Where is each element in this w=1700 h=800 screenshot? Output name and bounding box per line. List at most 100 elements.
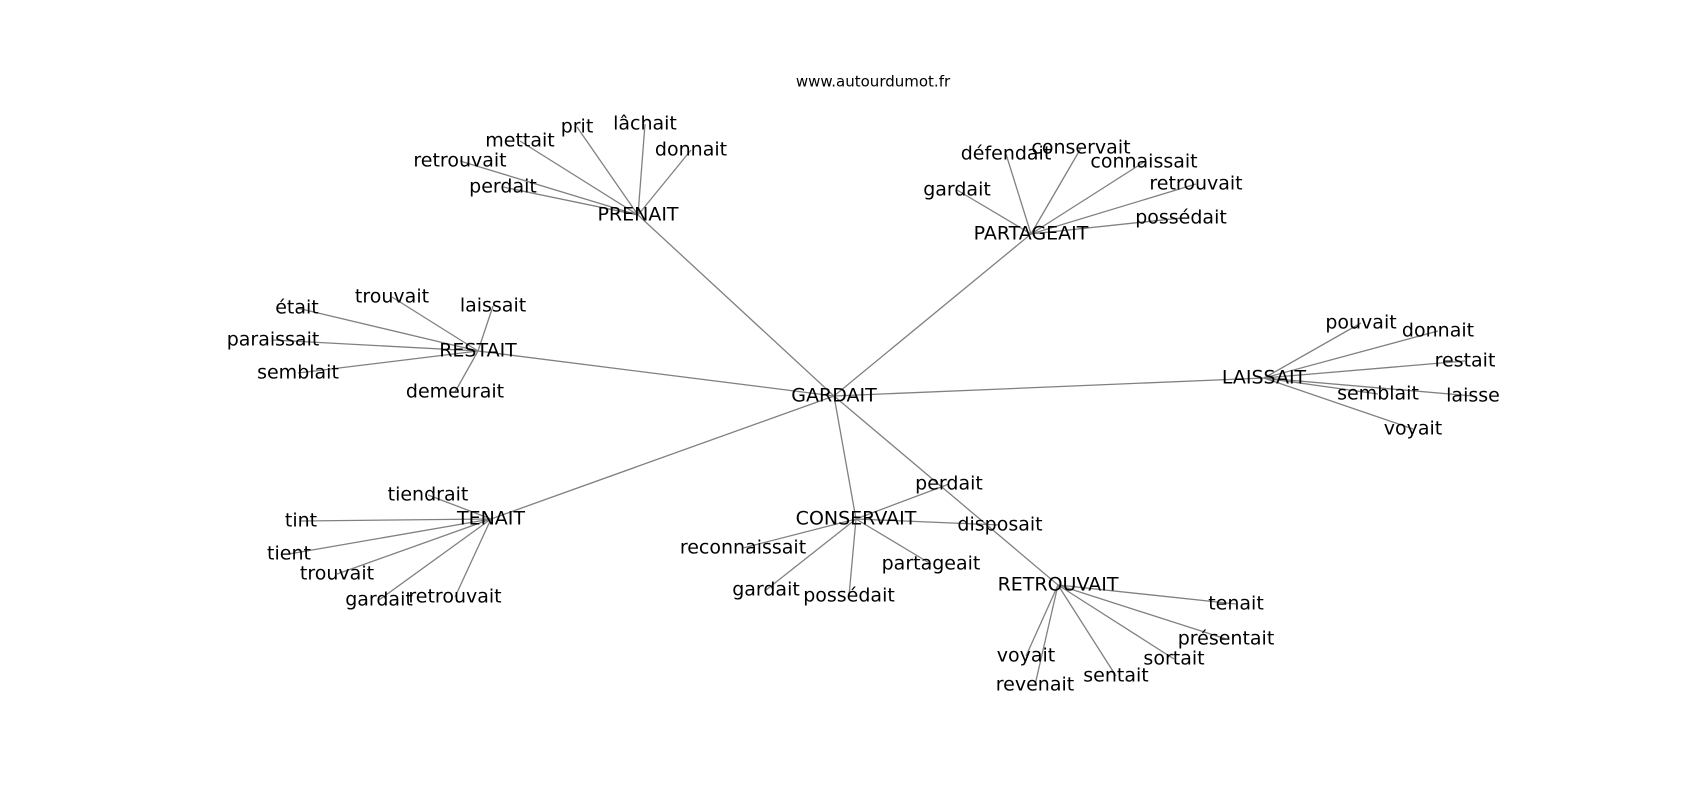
edge-hub-to-word (1263, 377, 1414, 430)
leaf-node-label: disposait (957, 514, 1042, 536)
edge-hub-to-word (1057, 584, 1227, 640)
edge-center-to-hub (833, 395, 857, 520)
hub-node-label: TENAIT (456, 508, 525, 530)
hub-node-label: CONSERVAIT (796, 508, 917, 530)
edge-hub-to-word (765, 518, 857, 591)
leaf-node-label: sentait (1083, 665, 1148, 687)
edge-hub-to-word (454, 518, 492, 598)
leaf-node-label: mettait (485, 130, 554, 152)
leaf-node-label: sortait (1143, 648, 1204, 670)
edge-hub-to-word (855, 518, 1001, 526)
edge-hub-to-word (391, 296, 479, 352)
edge-hub-to-word (1030, 147, 1082, 235)
edge-hub-to-word (848, 518, 857, 597)
leaf-node-label: donnait (1402, 320, 1474, 342)
edge-hub-to-word (459, 160, 639, 216)
edge-hub-to-word (637, 123, 646, 216)
leaf-node-label: tient (267, 543, 311, 565)
leaf-node-label: reconnaissait (680, 537, 806, 559)
leaf-node-label: conservait (1031, 137, 1130, 159)
hub-node-label: RESTAIT (439, 340, 517, 362)
edge-hub-to-word (378, 518, 492, 601)
leaf-node-label: paraissait (227, 329, 320, 351)
leaf-node-label: semblait (257, 362, 339, 384)
edge-hub-to-word (1030, 217, 1182, 235)
edge-hub-to-word (1057, 584, 1175, 660)
center-node-label: GARDAIT (791, 385, 877, 407)
leaf-node-label: possédait (803, 585, 895, 607)
edge-hub-to-word (336, 518, 492, 575)
leaf-node-label: perdait (469, 176, 537, 198)
edge-hub-to-word (1263, 377, 1379, 395)
leaf-node-label: retrouvait (1149, 173, 1242, 195)
edge-hub-to-word (300, 518, 492, 522)
leaf-node-label: tenait (1208, 593, 1264, 615)
edge-hub-to-word (855, 518, 932, 565)
edge-hub-to-word (519, 140, 639, 216)
edge-hub-to-word (742, 518, 857, 549)
edge-center-to-hub (833, 395, 1059, 586)
leaf-node-label: revenait (996, 674, 1074, 696)
hub-node-label: PARTAGEAIT (974, 223, 1089, 245)
leaf-node-label: semblait (1337, 383, 1419, 405)
edge-hub-to-word (1057, 584, 1237, 605)
edge-center-to-hub (637, 214, 835, 397)
leaf-node-label: perdait (915, 473, 983, 495)
leaf-node-label: gardait (923, 179, 991, 201)
leaf-node-label: lâchait (613, 113, 677, 135)
edge-hub-to-word (296, 307, 479, 352)
edge-center-to-hub (833, 233, 1032, 397)
leaf-node-label: laissait (460, 295, 526, 317)
edge-hub-to-word (1263, 322, 1362, 379)
leaf-node-label: tiendrait (388, 484, 469, 506)
edge-hub-to-word (1263, 330, 1439, 379)
leaf-node-label: tint (285, 510, 317, 532)
edge-hub-to-word (1005, 153, 1032, 235)
edge-hub-to-word (1263, 377, 1474, 397)
leaf-node-label: laisse (1446, 385, 1500, 407)
leaf-node-label: demeurait (406, 381, 504, 403)
edge-hub-to-word (637, 149, 692, 216)
edge-hub-to-word (1034, 584, 1059, 686)
leaf-node-label: retrouvait (413, 150, 506, 172)
edge-hub-to-word (477, 305, 494, 352)
edge-hub-to-word (1030, 161, 1145, 235)
source-watermark: www.autourdumot.fr (796, 73, 951, 91)
edge-hub-to-word (1263, 360, 1466, 379)
leaf-node-label: partageait (882, 553, 981, 575)
edge-hub-to-word (272, 339, 479, 352)
leaf-node-label: voyait (1384, 418, 1442, 440)
labels-layer: www.autourdumot.fr GARDAIT PRENAIT mettait… (227, 73, 1500, 696)
leaf-node-label: voyait (997, 645, 1055, 667)
hub-node-label: RETROUVAIT (998, 574, 1119, 596)
edge-center-to-hub (833, 377, 1265, 397)
hub-node-label: LAISSAIT (1222, 367, 1307, 389)
edge-hub-to-word (454, 350, 479, 393)
leaf-node-label: pouvait (1325, 312, 1396, 334)
leaf-node-label: gardait (345, 589, 413, 611)
edge-center-to-hub (490, 395, 835, 520)
leaf-node-label: prit (561, 116, 594, 138)
leaf-node-label: possédait (1135, 207, 1227, 229)
leaf-node-label: trouvait (355, 286, 429, 308)
edge-hub-to-word (956, 189, 1032, 235)
edges-layer (272, 123, 1474, 686)
hub-node-label: PRENAIT (597, 204, 678, 226)
leaf-node-label: présentait (1178, 628, 1275, 650)
edge-hub-to-word (1030, 183, 1197, 235)
edge-hub-to-word (1025, 584, 1059, 657)
leaf-node-label: défendait (961, 143, 1052, 165)
leaf-node-label: connaissait (1090, 151, 1197, 173)
edge-hub-to-word (1057, 584, 1117, 677)
leaf-node-label: gardait (732, 579, 800, 601)
leaf-node-label: était (275, 297, 319, 319)
leaf-node-label: donnait (655, 139, 727, 161)
leaf-node-label: retrouvait (408, 586, 501, 608)
leaf-node-label: trouvait (300, 563, 374, 585)
edge-hub-to-word (502, 186, 639, 216)
edge-hub-to-word (855, 483, 950, 520)
leaf-node-label: restait (1435, 350, 1496, 372)
edge-center-to-hub (477, 350, 835, 397)
edge-hub-to-word (297, 350, 479, 374)
